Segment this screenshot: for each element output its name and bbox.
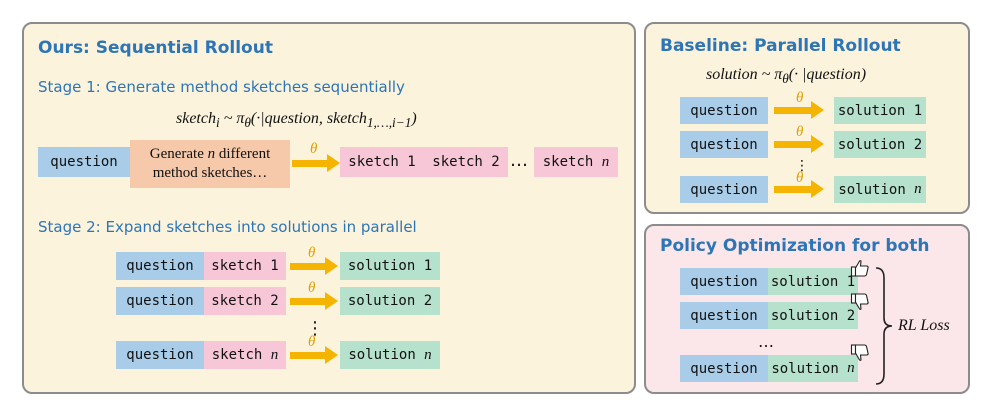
theta-label: θ xyxy=(308,334,316,350)
sketch-n-box: sketch n xyxy=(534,147,618,177)
stage2-sketch-n: sketch n xyxy=(204,341,286,369)
solution-formula: solution ~ πθ(· |question) xyxy=(706,66,867,87)
stage2-question-2: question xyxy=(116,287,204,315)
sketch-ellipsis: … xyxy=(510,150,528,171)
policy-arrow xyxy=(290,257,338,275)
theta-label: θ xyxy=(310,141,318,157)
generate-line-1: Generate n different xyxy=(149,146,271,162)
parallel-rollout-title: Baseline: Parallel Rollout xyxy=(660,36,901,56)
thumbs-down-icon xyxy=(850,344,869,361)
generate-line-2: method sketches… xyxy=(152,165,268,181)
theta-label: θ xyxy=(308,245,316,261)
parallel-question-1: question xyxy=(680,97,768,124)
rl-loss-label: RL Loss xyxy=(898,317,950,334)
policy-arrow xyxy=(292,154,340,172)
theta-label: θ xyxy=(796,124,804,140)
stage1-label: Stage 1: Generate method sketches sequen… xyxy=(38,78,405,96)
sketch-2-box: sketch 2 xyxy=(424,147,508,177)
thumbs-up-icon xyxy=(850,260,869,277)
parallel-solution-1: solution 1 xyxy=(834,97,926,124)
parallel-vdots: ⋮ xyxy=(795,158,809,174)
policy-arrow xyxy=(290,292,338,310)
parallel-question-2: question xyxy=(680,131,768,158)
theta-label: θ xyxy=(796,170,804,186)
stage2-question-n: question xyxy=(116,341,204,369)
policy-solution-n: solution n xyxy=(768,355,858,382)
stage2-sketch-2: sketch 2 xyxy=(204,287,286,315)
parallel-question-n: question xyxy=(680,176,768,203)
theta-label: θ xyxy=(308,280,316,296)
policy-arrow xyxy=(774,135,824,153)
stage2-question-1: question xyxy=(116,252,204,280)
stage2-solution-2: solution 2 xyxy=(340,287,440,315)
sketch-1-box: sketch 1 xyxy=(340,147,424,177)
sketch-formula: sketchi ~ πθ(·|question, sketch1,…,i−1) xyxy=(176,110,417,131)
policy-arrow xyxy=(774,180,824,198)
theta-label: θ xyxy=(796,90,804,106)
sequential-rollout-panel xyxy=(22,22,636,394)
policy-ellipsis: … xyxy=(758,332,774,351)
policy-solution-2: solution 2 xyxy=(768,302,858,329)
policy-question-n: question xyxy=(680,355,768,382)
policy-question-2: question xyxy=(680,302,768,329)
generate-sketches-box: Generate n different method sketches… xyxy=(130,140,290,188)
rl-loss-brace xyxy=(875,267,893,385)
stage2-solution-n: solution n xyxy=(340,341,440,369)
parallel-solution-n: solution n xyxy=(834,176,926,203)
stage2-sketch-1: sketch 1 xyxy=(204,252,286,280)
policy-solution-1: solution 1 xyxy=(768,268,858,295)
stage2-solution-1: solution 1 xyxy=(340,252,440,280)
policy-arrow xyxy=(290,346,338,364)
parallel-solution-2: solution 2 xyxy=(834,131,926,158)
sequential-rollout-title: Ours: Sequential Rollout xyxy=(38,38,273,58)
stage2-label: Stage 2: Expand sketches into solutions … xyxy=(38,218,417,236)
stage1-question-box: question xyxy=(38,147,130,177)
policy-optimization-title: Policy Optimization for both xyxy=(660,236,930,256)
policy-question-1: question xyxy=(680,268,768,295)
thumbs-down-icon xyxy=(850,293,869,310)
policy-arrow xyxy=(774,101,824,119)
stage2-vdots: ⋮ xyxy=(306,318,324,339)
